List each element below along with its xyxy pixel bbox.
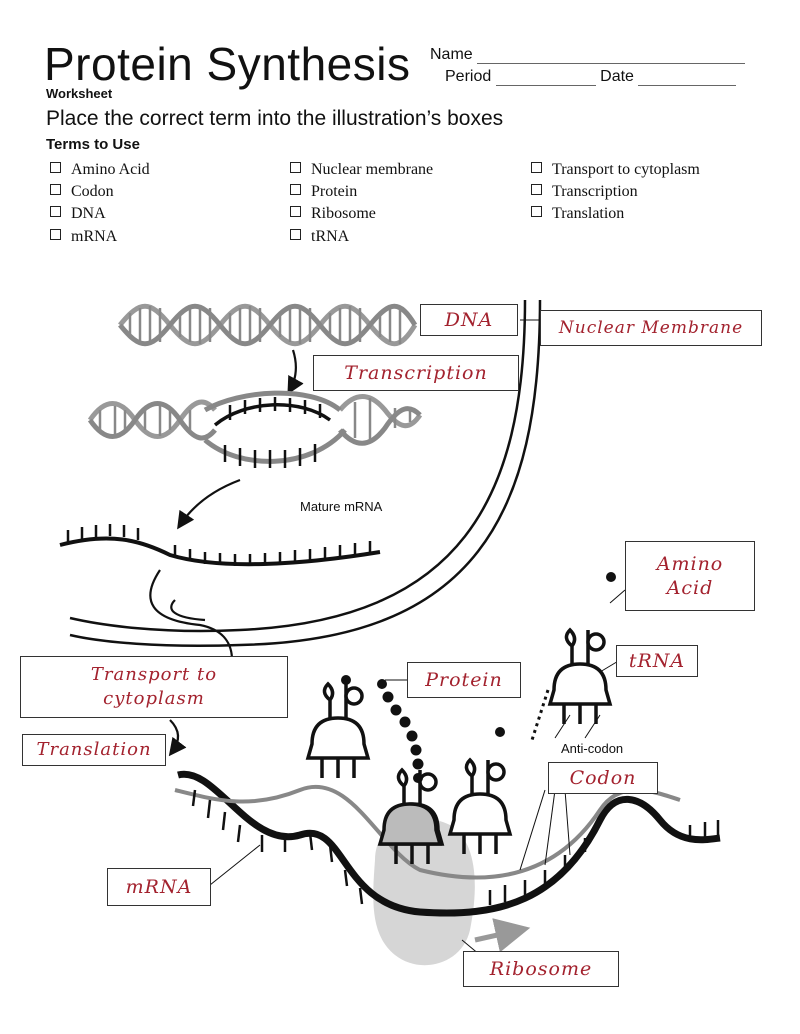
checkbox-icon xyxy=(50,184,61,195)
anticodon-pointer-icon xyxy=(530,689,550,741)
arrow-icon xyxy=(287,349,304,395)
period-field[interactable] xyxy=(495,71,596,86)
answer-box-protein[interactable]: Protein xyxy=(407,662,521,698)
transcription-bubble-icon xyxy=(87,390,423,468)
worksheet-title: Protein Synthesis xyxy=(44,38,411,90)
nuclear-membrane-icon xyxy=(69,299,542,648)
checkbox-icon xyxy=(290,184,301,195)
arrow-icon xyxy=(168,719,187,757)
term-item[interactable]: Nuclear membrane xyxy=(290,160,433,180)
transport-channel-icon xyxy=(170,599,206,622)
answer-box-transcription[interactable]: Transcription xyxy=(313,355,519,391)
checkbox-icon xyxy=(531,184,542,195)
answer-box-mrna[interactable]: mRNA xyxy=(107,868,211,906)
term-item[interactable]: DNA xyxy=(50,204,106,224)
instructions: Place the correct term into the illustra… xyxy=(46,107,504,130)
checkbox-icon xyxy=(290,229,301,240)
anti-codon-caption: Anti-codon xyxy=(561,741,624,756)
checkbox-icon xyxy=(531,206,542,217)
trna-bound-icon xyxy=(377,802,443,846)
worksheet-subtitle: Worksheet xyxy=(46,86,113,101)
trna-icon xyxy=(306,682,370,780)
date-label: Date xyxy=(600,68,634,85)
answer-box-ribosome[interactable]: Ribosome xyxy=(463,951,619,987)
term-item[interactable]: Transcription xyxy=(531,182,638,202)
checkbox-icon xyxy=(290,162,301,173)
answer-box-translation[interactable]: Translation xyxy=(22,734,166,766)
answer-box-amino-acid[interactable]: Amino Acid xyxy=(625,541,755,611)
term-item[interactable]: tRNA xyxy=(290,227,349,247)
arrow-icon xyxy=(177,478,241,530)
term-item[interactable]: Amino Acid xyxy=(50,160,150,180)
term-item[interactable]: Ribosome xyxy=(290,204,376,224)
mature-mrna-icon xyxy=(59,524,381,567)
trna-icon xyxy=(548,628,612,726)
answer-box-nuclear-membrane[interactable]: Nuclear Membrane xyxy=(540,310,762,346)
mrna-strand-icon xyxy=(174,770,721,917)
dna-helix-icon xyxy=(118,303,418,347)
date-field[interactable] xyxy=(638,71,737,86)
name-label: Name xyxy=(430,46,473,63)
answer-box-codon[interactable]: Codon xyxy=(548,762,658,794)
name-field[interactable] xyxy=(477,49,746,64)
checkbox-icon xyxy=(50,206,61,217)
term-item[interactable]: Transport to cytoplasm xyxy=(531,160,700,180)
answer-box-transport[interactable]: Transport to cytoplasm xyxy=(20,656,288,718)
term-item[interactable]: mRNA xyxy=(50,227,117,247)
name-field-row: Name xyxy=(430,46,746,64)
period-date-row: Period Date xyxy=(445,68,737,86)
term-item[interactable]: Codon xyxy=(50,182,114,202)
checkbox-icon xyxy=(290,206,301,217)
checkbox-icon xyxy=(50,229,61,240)
checkbox-icon xyxy=(50,162,61,173)
term-item[interactable]: Translation xyxy=(531,204,624,224)
arrow-icon xyxy=(474,918,531,953)
transport-channel-icon xyxy=(149,569,234,661)
answer-box-trna[interactable]: tRNA xyxy=(616,645,698,677)
answer-box-dna[interactable]: DNA xyxy=(420,304,518,336)
mature-mrna-caption: Mature mRNA xyxy=(300,499,383,514)
polypeptide-chain-icon xyxy=(341,572,616,783)
terms-heading: Terms to Use xyxy=(46,136,140,153)
term-item[interactable]: Protein xyxy=(290,182,357,202)
period-label: Period xyxy=(445,68,492,85)
checkbox-icon xyxy=(531,162,542,173)
